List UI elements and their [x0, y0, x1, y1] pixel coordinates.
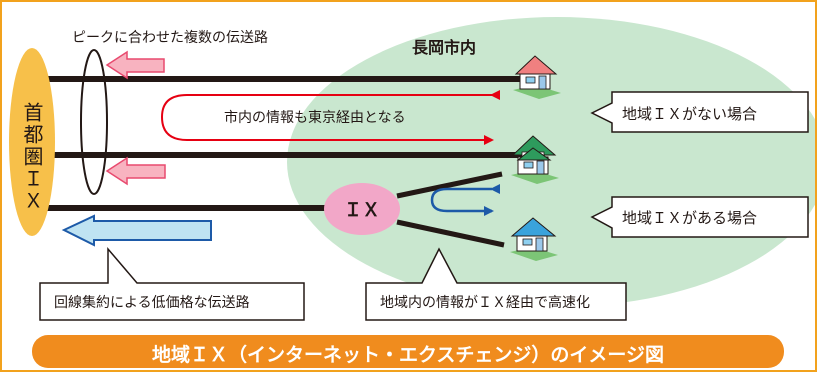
aggregated-line-callout: 回線集約による低価格な伝送路 — [39, 246, 305, 321]
title-banner: 地域ＩＸ（インターネット・エクスチェンジ）のイメージ図 — [32, 335, 784, 368]
house-icon-green-roof — [510, 135, 560, 185]
peak-lines-label: ピークに合わせた複数の伝送路 — [72, 29, 268, 46]
city-label: 長岡市内 — [412, 38, 476, 57]
pink-arrow-top — [105, 50, 165, 80]
metro-ix-node: 首都圏ＩＸ — [9, 48, 55, 236]
house-icon-red-roof — [512, 55, 562, 100]
local-ix-label: ＩＸ — [344, 200, 380, 221]
line-bundle-ring — [80, 49, 108, 195]
fast-local-route-callout: 地域内の情報がＩＸ経由で高速化 — [365, 247, 627, 321]
house-icon-blue-roof — [509, 217, 559, 262]
no-local-ix-callout: 地域ＩＸがない場合 — [590, 91, 809, 133]
aggregated-line-arrow — [61, 214, 212, 247]
diagram-title: 地域ＩＸ（インターネット・エクスチェンジ）のイメージ図 — [152, 343, 664, 366]
no-local-ix-text: 地域ＩＸがない場合 — [622, 105, 757, 123]
pink-arrow-middle — [105, 156, 166, 186]
local-ix-node: ＩＸ — [324, 183, 400, 235]
with-local-ix-callout: 地域ＩＸがある場合 — [590, 196, 809, 238]
fast-local-route-text: 地域内の情報がＩＸ経由で高速化 — [380, 294, 590, 311]
with-local-ix-text: 地域ＩＸがある場合 — [622, 209, 757, 227]
via-tokyo-route-arrow — [160, 90, 500, 145]
aggregated-line-text: 回線集約による低価格な伝送路 — [54, 294, 250, 311]
transmission-lines — [32, 76, 527, 248]
fast-local-route-arrow — [430, 184, 500, 216]
city-area — [287, 17, 815, 307]
metro-ix-label: 首都圏ＩＸ — [20, 102, 44, 212]
route-via-tokyo-label: 市内の情報も東京経由となる — [224, 109, 406, 126]
